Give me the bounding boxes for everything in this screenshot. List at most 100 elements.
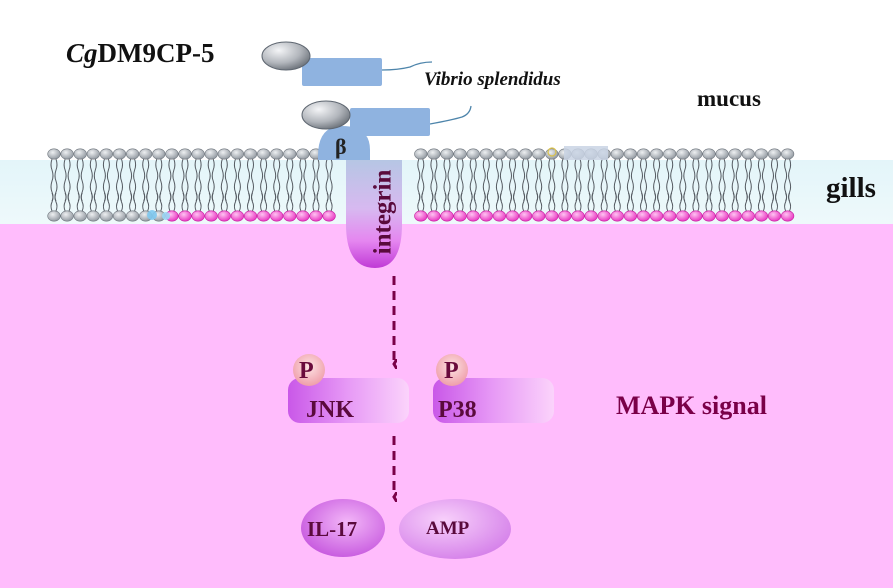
lipid-head: [741, 148, 755, 160]
lipid-tail: [224, 192, 228, 212]
lipid-tail: [207, 192, 211, 212]
lipid-head: [60, 148, 74, 160]
lipid-head: [571, 210, 585, 222]
integrin-label: integrin: [369, 169, 397, 255]
lipid-head: [73, 148, 87, 160]
lipid-head: [545, 148, 559, 160]
lipid-head: [427, 148, 441, 160]
lipid-tail: [299, 192, 303, 212]
lipid-head: [230, 148, 244, 160]
jnk-label: JNK: [306, 397, 354, 423]
lipid-tail: [539, 192, 543, 212]
lipid-tail: [159, 192, 163, 212]
lipid-head: [492, 210, 507, 222]
lipid-head: [126, 210, 140, 222]
lipid-head: [296, 148, 310, 160]
lipid-tail: [303, 192, 307, 212]
lipid-head: [767, 148, 782, 160]
lipid-head: [466, 148, 480, 160]
il17-label: IL-17: [307, 517, 358, 541]
lipid-head: [610, 210, 624, 222]
bacterium-label: Vibrio splendidus: [424, 69, 561, 90]
lipid-tail: [761, 192, 765, 212]
lipid-tail: [709, 192, 713, 212]
lipid-tail: [54, 192, 58, 212]
bilayer-tails: [50, 158, 792, 212]
lipid-head: [204, 148, 218, 160]
lipid-tail: [142, 192, 146, 212]
lipid-head: [649, 210, 664, 222]
lipid-tail: [290, 192, 294, 212]
lipid-tail: [116, 192, 119, 212]
lipid-head: [689, 210, 703, 222]
lipid-tail: [237, 192, 241, 212]
bacterium-2: [350, 108, 430, 136]
lipid-tail: [456, 192, 460, 212]
lipid-head: [663, 210, 677, 222]
lipid-head: [99, 148, 113, 160]
lipid-tail: [102, 192, 106, 212]
lipid-head: [649, 148, 664, 160]
lipid-tail: [722, 192, 726, 212]
lipid-head: [623, 210, 638, 222]
lipid-tail: [670, 192, 674, 212]
lipid-tail: [666, 192, 670, 212]
lipid-head: [676, 210, 690, 222]
lipid-tail: [443, 192, 447, 212]
lipid-tail: [220, 192, 224, 212]
lipid-head: [230, 210, 244, 222]
lipid-tail: [495, 192, 499, 212]
lipid-tail: [617, 192, 621, 212]
lipid-head: [217, 148, 231, 160]
lipid-head: [217, 210, 231, 222]
lipid-head: [86, 210, 100, 222]
lipid-head: [754, 148, 769, 160]
lipid-tail: [67, 192, 71, 212]
lipid-tail: [233, 192, 237, 212]
phospho-jnk-label: P: [299, 358, 314, 384]
lipid-head: [283, 210, 297, 222]
lipid-head: [767, 210, 782, 222]
lipid-head: [73, 210, 87, 222]
lipid-tail: [198, 192, 202, 212]
lipid-tail: [640, 192, 643, 212]
lipid-head: [702, 210, 716, 222]
jnk-box: [288, 378, 409, 423]
lipid-head: [204, 210, 218, 222]
p38-label: P38: [438, 397, 477, 423]
lipid-head: [676, 148, 690, 160]
lipid-head: [636, 210, 651, 222]
lipid-tail: [630, 192, 634, 212]
bacterium-flagellum-2: [429, 105, 472, 125]
lipid-tail: [509, 192, 512, 212]
lipid-head: [257, 210, 271, 222]
lipid-tail: [469, 192, 473, 212]
lipid-tail: [89, 192, 93, 212]
lipid-tail: [552, 192, 556, 212]
phospho-p38-label: P: [444, 358, 459, 384]
lipid-head: [610, 148, 624, 160]
lipid-head: [780, 210, 795, 222]
lipid-head: [126, 148, 140, 160]
lipid-tail: [473, 192, 477, 212]
lipid-head: [663, 148, 677, 160]
lipid-tail: [587, 192, 591, 212]
membrane-artifacts: [147, 146, 608, 220]
lipid-tail: [63, 192, 67, 212]
lipid-tail: [696, 192, 700, 212]
p38-box: [433, 378, 554, 423]
cgdm9cp5-disc-2: [301, 100, 351, 130]
lipid-tail: [434, 192, 438, 212]
lipid-tail: [211, 192, 215, 212]
lipid-head: [60, 210, 74, 222]
lipid-tail: [578, 192, 582, 212]
lipid-head: [309, 210, 323, 222]
bacterium-flagellum-1: [381, 61, 433, 71]
gills-label: gills: [826, 172, 876, 204]
lipid-tail: [430, 192, 434, 212]
lipid-tail: [574, 192, 578, 212]
lipid-tail: [50, 192, 54, 212]
lipid-tail: [447, 192, 451, 212]
lipid-tail: [771, 192, 774, 212]
lipid-tail: [653, 192, 657, 212]
